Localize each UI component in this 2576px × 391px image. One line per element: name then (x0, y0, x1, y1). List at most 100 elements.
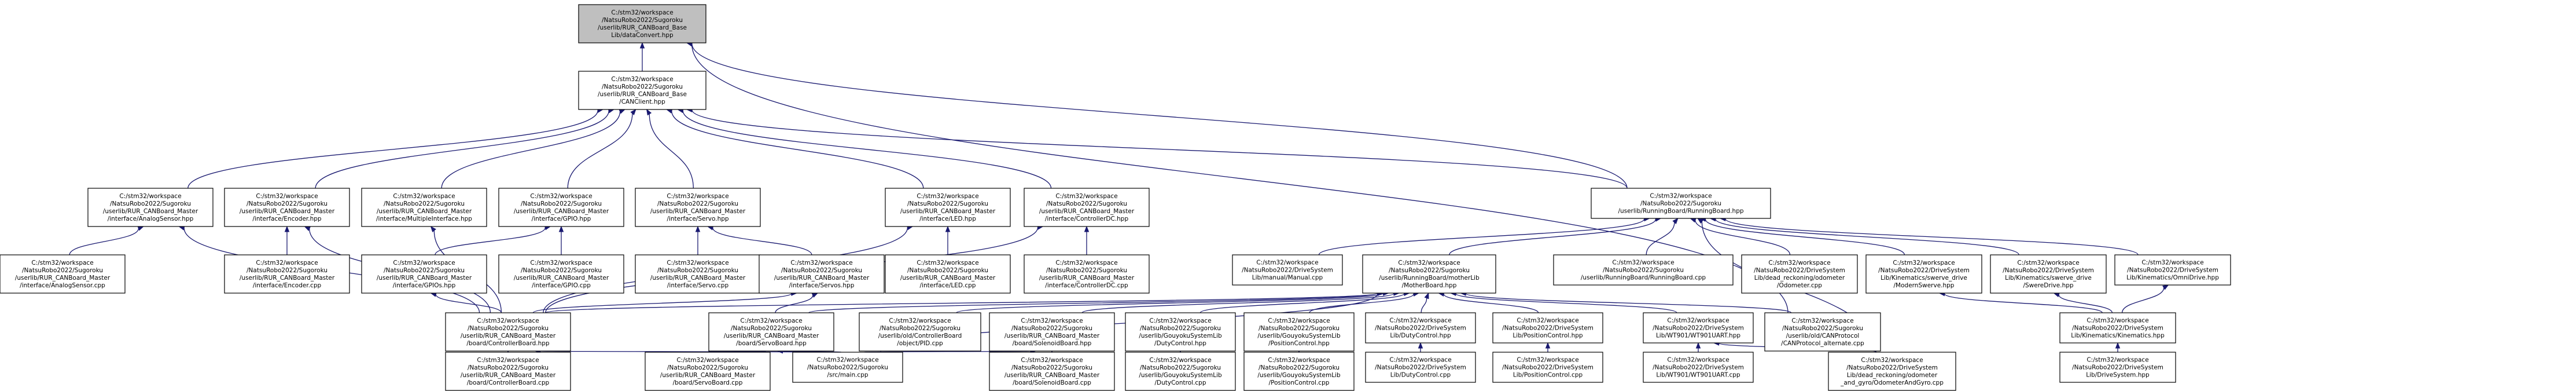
node-dutycontrol_hpp_gs[interactable]: C:/stm32/workspace/NatsuRobo2022/Sugorok… (1125, 312, 1236, 352)
edge-arrowhead-canclient (630, 108, 636, 115)
node-controllerboard_cpp[interactable]: C:/stm32/workspace/NatsuRobo2022/Sugorok… (445, 352, 571, 391)
node-controllerboard_hpp[interactable]: C:/stm32/workspace/NatsuRobo2022/Sugorok… (445, 312, 571, 352)
node-label-line: /NatsuRobo2022/Sugoroku (1603, 267, 1684, 274)
node-omnidrive_hpp[interactable]: C:/stm32/workspace/NatsuRobo2022/DriveSy… (2114, 254, 2231, 286)
node-label-line: /userlib/RUR_CANBoard_Master (514, 275, 609, 282)
node-label-line: C:/stm32/workspace (816, 357, 878, 364)
node-positioncontrol_cpp_ds[interactable]: C:/stm32/workspace/NatsuRobo2022/DriveSy… (1492, 352, 1603, 383)
node-label-line: /userlib/RUR_CANBoard_Master (461, 372, 556, 379)
node-label-line: /NatsuRobo2022/Sugoroku (246, 200, 327, 207)
node-odometer_and_gyro_cpp[interactable]: C:/stm32/workspace/NatsuRobo2022/DriveSy… (1828, 352, 1956, 391)
node-drivesystem_hpp[interactable]: C:/stm32/workspace/NatsuRobo2022/DriveSy… (2059, 352, 2176, 383)
node-manual_cpp[interactable]: C:/stm32/workspace/NatsuRobo2022/DriveSy… (1232, 254, 1343, 286)
node-label-line: /userlib/RUR_CANBoard_Master (650, 275, 746, 282)
node-dutycontrol_cpp_gs[interactable]: C:/stm32/workspace/NatsuRobo2022/Sugorok… (1125, 352, 1236, 391)
node-label-line: Lib/Kinematics/swerve_drive (1881, 275, 1967, 282)
node-controllerdc_cpp[interactable]: C:/stm32/workspace/NatsuRobo2022/Sugorok… (1024, 254, 1150, 294)
edge-gpios_hpp-to-gpio_hpp (435, 227, 546, 255)
node-kinematics_hpp[interactable]: C:/stm32/workspace/NatsuRobo2022/DriveSy… (2059, 312, 2176, 344)
node-box (1492, 352, 1603, 383)
node-servoboard_cpp[interactable]: C:/stm32/workspace/NatsuRobo2022/Sugorok… (645, 352, 771, 391)
node-label-line: /NatsuRobo2022/DriveSystem (1375, 364, 1466, 371)
node-main_cpp[interactable]: C:/stm32/workspace/NatsuRobo2022/Sugorok… (792, 352, 903, 383)
node-controllerdc_hpp[interactable]: C:/stm32/workspace/NatsuRobo2022/Sugorok… (1024, 188, 1150, 227)
node-root[interactable]: C:/stm32/workspace/NatsuRobo2022/Sugorok… (578, 4, 706, 43)
node-label-line: C:/stm32/workspace (1791, 317, 1853, 324)
node-label-line: /interface/ControllerDC.hpp (1045, 215, 1129, 222)
edge-kinematics_hpp-to-omnidrive_hpp (2121, 287, 2165, 313)
node-label-line: Lib/DutyControl.hpp (1390, 332, 1451, 339)
node-gpios_hpp[interactable]: C:/stm32/workspace/NatsuRobo2022/Sugorok… (361, 254, 487, 294)
node-box (498, 188, 624, 227)
node-label-line: /NatsuRobo2022/Sugoroku (1640, 200, 1721, 207)
edge-arrowhead-gpio_hpp (558, 225, 564, 232)
node-positioncontrol_cpp_gs[interactable]: C:/stm32/workspace/NatsuRobo2022/Sugorok… (1243, 352, 1355, 391)
node-label-line: C:/stm32/workspace (667, 193, 728, 200)
node-uart_hpp[interactable]: C:/stm32/workspace/NatsuRobo2022/DriveSy… (1643, 312, 1754, 344)
node-led_cpp[interactable]: C:/stm32/workspace/NatsuRobo2022/Sugorok… (885, 254, 1011, 294)
edge-arrowhead-dutycontrol_hpp_ds (1418, 342, 1423, 349)
node-label-line: /board/ControllerBoard.cpp (467, 379, 550, 386)
node-label-line: /userlib/RUR_CANBoard_Master (240, 275, 335, 282)
edge-dutycontrol_hpp_gs-to-motherboard_hpp (1199, 293, 1405, 313)
node-odometer_cpp[interactable]: C:/stm32/workspace/NatsuRobo2022/DriveSy… (1741, 254, 1858, 294)
node-label-line: C:/stm32/workspace (2086, 317, 2148, 324)
edge-analogsensor_hpp-to-canclient (187, 110, 598, 189)
node-gpio_hpp[interactable]: C:/stm32/workspace/NatsuRobo2022/Sugorok… (498, 188, 624, 227)
node-pid_cpp[interactable]: C:/stm32/workspace/NatsuRobo2022/Sugorok… (859, 312, 981, 352)
node-box (1492, 312, 1603, 344)
node-label-line: Lib/dead_reckoning/odometer (1754, 275, 1845, 282)
edge-arrowhead-multipleinterface_hpp (430, 225, 436, 233)
node-runningboard_cpp[interactable]: C:/stm32/workspace/NatsuRobo2022/Sugorok… (1553, 254, 1734, 286)
node-label-line: C:/stm32/workspace (1268, 357, 1330, 364)
node-label-line: /userlib/RUR_CANBoard_Master (240, 208, 335, 215)
node-analogsensor_cpp[interactable]: C:/stm32/workspace/NatsuRobo2022/Sugorok… (0, 254, 126, 294)
node-label-line: /NatsuRobo2022/Sugoroku (1389, 267, 1470, 274)
node-dutycontrol_cpp_ds[interactable]: C:/stm32/workspace/NatsuRobo2022/DriveSy… (1365, 352, 1476, 383)
node-label-line: /NatsuRobo2022/Sugoroku (521, 200, 602, 207)
node-positioncontrol_hpp_gs[interactable]: C:/stm32/workspace/NatsuRobo2022/Sugorok… (1243, 312, 1355, 352)
node-encoder_hpp[interactable]: C:/stm32/workspace/NatsuRobo2022/Sugorok… (224, 188, 350, 227)
node-label-line: /NatsuRobo2022/DriveSystem (1846, 364, 1938, 371)
node-label-line: /userlib/RUR_CANBoard_Master (1004, 332, 1100, 339)
node-dutycontrol_hpp_ds[interactable]: C:/stm32/workspace/NatsuRobo2022/DriveSy… (1365, 312, 1476, 344)
node-analogsensor_hpp[interactable]: C:/stm32/workspace/NatsuRobo2022/Sugorok… (87, 188, 214, 227)
node-uart_cpp[interactable]: C:/stm32/workspace/NatsuRobo2022/DriveSy… (1643, 352, 1754, 383)
node-swervedrive_hpp[interactable]: C:/stm32/workspace/NatsuRobo2022/DriveSy… (1990, 254, 2107, 294)
node-label-line: /userlib/old/CANProtocol (1786, 332, 1860, 339)
edge-gpio_hpp-to-canclient (567, 113, 633, 189)
node-led_hpp[interactable]: C:/stm32/workspace/NatsuRobo2022/Sugorok… (885, 188, 1011, 227)
node-label-line: /NatsuRobo2022/Sugoroku (879, 325, 961, 332)
node-gpio_cpp[interactable]: C:/stm32/workspace/NatsuRobo2022/Sugorok… (498, 254, 624, 294)
node-label-line: /NatsuRobo2022/DriveSystem (2072, 325, 2163, 332)
node-servo_hpp[interactable]: C:/stm32/workspace/NatsuRobo2022/Sugorok… (635, 188, 761, 227)
node-servoboard_hpp[interactable]: C:/stm32/workspace/NatsuRobo2022/Sugorok… (708, 312, 834, 352)
edge-runningboard_hpp-to-canclient (691, 109, 1628, 189)
node-label-line: C:/stm32/workspace (477, 357, 539, 364)
node-label-line: /userlib/RunningBoard/RunningBoard.cpp (1581, 275, 1706, 282)
node-servo_cpp[interactable]: C:/stm32/workspace/NatsuRobo2022/Sugorok… (635, 254, 761, 294)
node-label-line: C:/stm32/workspace (477, 317, 539, 324)
node-label-line: C:/stm32/workspace (2141, 260, 2203, 266)
node-label-line: /NatsuRobo2022/DriveSystem (1502, 325, 1594, 332)
node-label-line: /NatsuRobo2022/Sugoroku (1046, 267, 1127, 274)
node-label-line: /board/SolenoidBoard.cpp (1013, 379, 1091, 386)
node-canprotocol_cpp[interactable]: C:/stm32/workspace/NatsuRobo2022/Sugorok… (1764, 312, 1881, 352)
node-solenoidboard_cpp[interactable]: C:/stm32/workspace/NatsuRobo2022/Sugorok… (989, 352, 1115, 391)
node-servos_hpp[interactable]: C:/stm32/workspace/NatsuRobo2022/Sugorok… (759, 254, 885, 294)
node-solenoidboard_hpp[interactable]: C:/stm32/workspace/NatsuRobo2022/Sugorok… (989, 312, 1115, 352)
node-encoder_cpp[interactable]: C:/stm32/workspace/NatsuRobo2022/Sugorok… (224, 254, 350, 294)
edge-multipleinterface_hpp-to-canclient (441, 111, 621, 189)
node-label-line: /userlib/GouyokuSystemLib (1257, 332, 1341, 339)
node-label-line: /PositionControl.hpp (1268, 340, 1330, 347)
node-modernswerve_hpp[interactable]: C:/stm32/workspace/NatsuRobo2022/DriveSy… (1865, 254, 1982, 294)
node-runningboard_hpp[interactable]: C:/stm32/workspace/NatsuRobo2022/Sugorok… (1591, 188, 1771, 219)
node-multipleinterface_hpp[interactable]: C:/stm32/workspace/NatsuRobo2022/Sugorok… (361, 188, 487, 227)
node-label-line: Lib/PositionControl.cpp (1513, 372, 1583, 379)
node-positioncontrol_hpp_ds[interactable]: C:/stm32/workspace/NatsuRobo2022/DriveSy… (1492, 312, 1603, 344)
node-box (885, 254, 1011, 294)
edge-arrowhead-canclient (646, 108, 652, 116)
node-canclient[interactable]: C:/stm32/workspace/NatsuRobo2022/Sugorok… (578, 71, 706, 110)
node-motherboard_hpp[interactable]: C:/stm32/workspace/NatsuRobo2022/Sugorok… (1362, 254, 1496, 294)
